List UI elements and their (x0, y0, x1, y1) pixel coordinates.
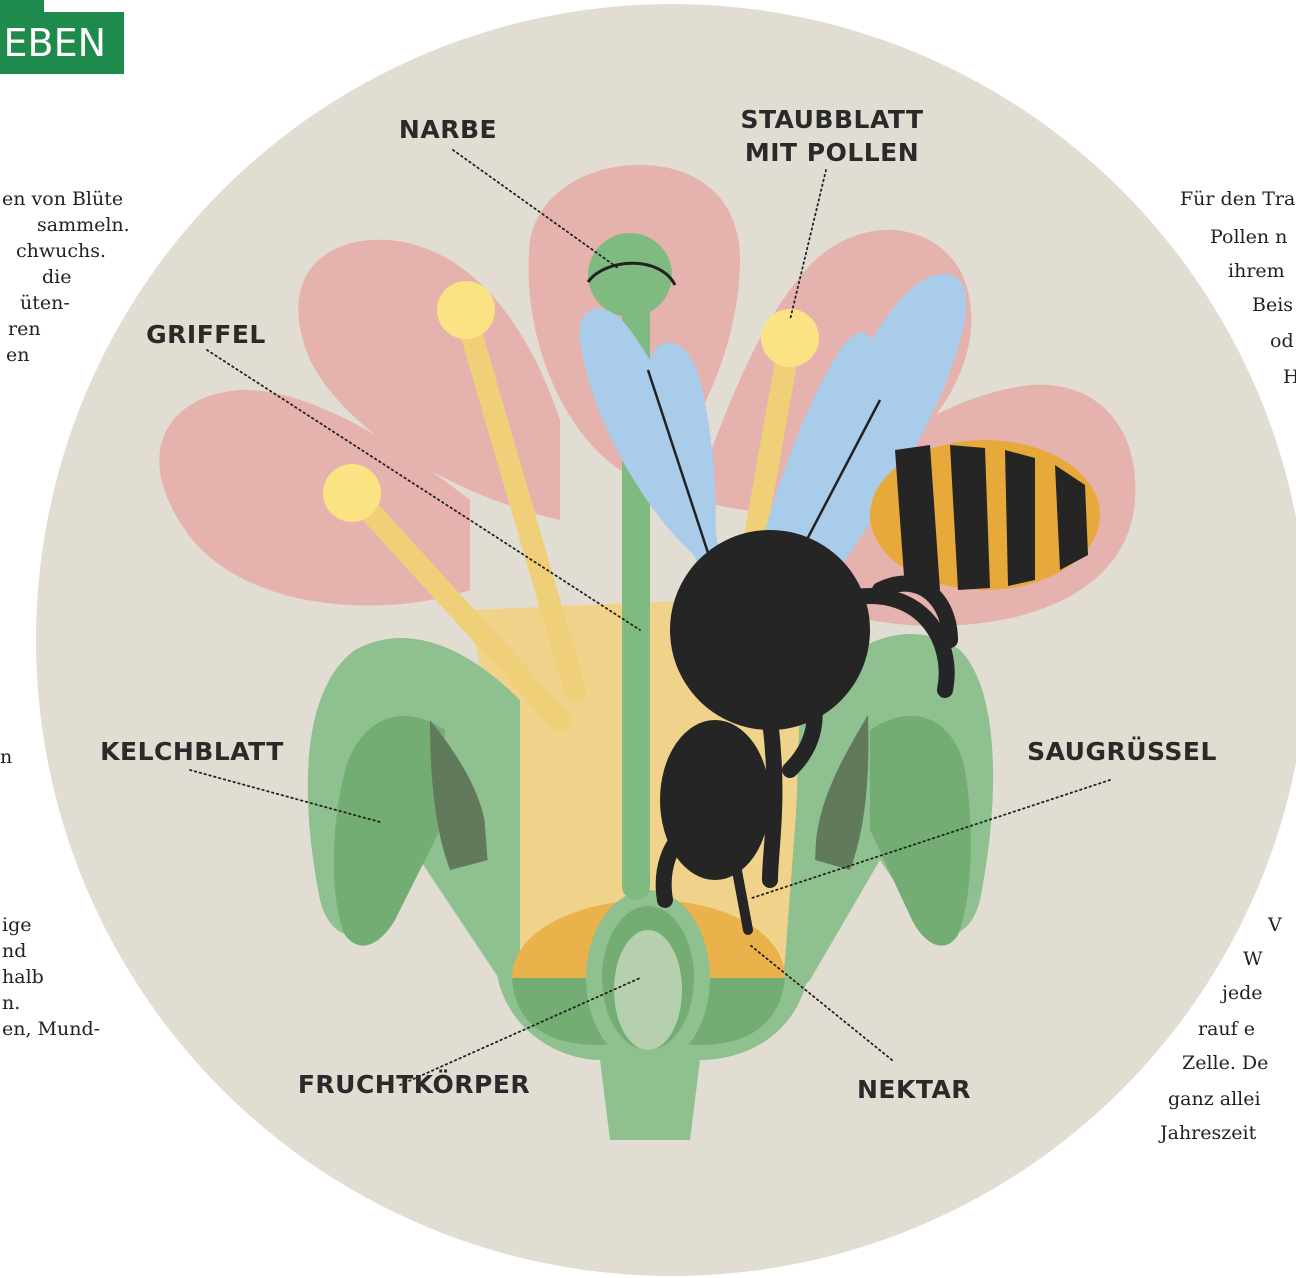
stigma (588, 233, 672, 317)
text-line: rauf e (1198, 1016, 1255, 1042)
text-line: Zelle. De (1182, 1050, 1268, 1076)
text-line: V (1268, 912, 1282, 938)
text-line: ganz allei (1168, 1086, 1261, 1112)
text-line: die (42, 264, 71, 290)
anther-2 (437, 281, 495, 339)
label-staubblatt-2: MIT POLLEN (745, 138, 919, 167)
text-line: en, Mund- (2, 1016, 100, 1042)
anther-1 (323, 464, 381, 522)
label-staubblatt-1: STAUBBLATT (740, 105, 923, 134)
header-title: EBEN (3, 12, 106, 74)
text-line: Beis (1252, 292, 1293, 318)
bee-thorax (670, 530, 870, 730)
label-griffel: GRIFFEL (146, 320, 266, 349)
text-line: üten- (20, 290, 70, 316)
header-badge: EBEN (0, 12, 124, 74)
label-nektar: NEKTAR (857, 1075, 971, 1104)
label-fruchtkoerper: FRUCHTKÖRPER (298, 1069, 530, 1099)
text-line: H (1283, 364, 1296, 390)
text-line: nd (2, 938, 26, 964)
header-tab (0, 0, 44, 12)
text-line: ige (2, 912, 31, 938)
text-line: ren (8, 316, 41, 342)
text-line: Jahreszeit (1160, 1120, 1256, 1146)
text-line: en (6, 342, 29, 368)
text-line: od (1270, 328, 1294, 354)
text-line: sammeln. (37, 212, 130, 238)
text-line: Pollen n (1210, 224, 1287, 250)
ovary-inner (614, 930, 682, 1050)
label-narbe: NARBE (399, 115, 497, 144)
text-line: n. (2, 990, 20, 1016)
text-line: jede (1222, 980, 1263, 1006)
label-kelchblatt: KELCHBLATT (100, 737, 284, 766)
text-line: halb (2, 964, 44, 990)
text-line: W (1243, 946, 1263, 972)
text-line: chwuchs. (16, 238, 106, 264)
text-line: en von Blüte (2, 186, 123, 212)
label-saugruessel: SAUGRÜSSEL (1027, 736, 1217, 766)
text-line: n (0, 744, 12, 770)
text-line: ihrem (1228, 258, 1285, 284)
text-line: Für den Tra (1180, 186, 1295, 212)
